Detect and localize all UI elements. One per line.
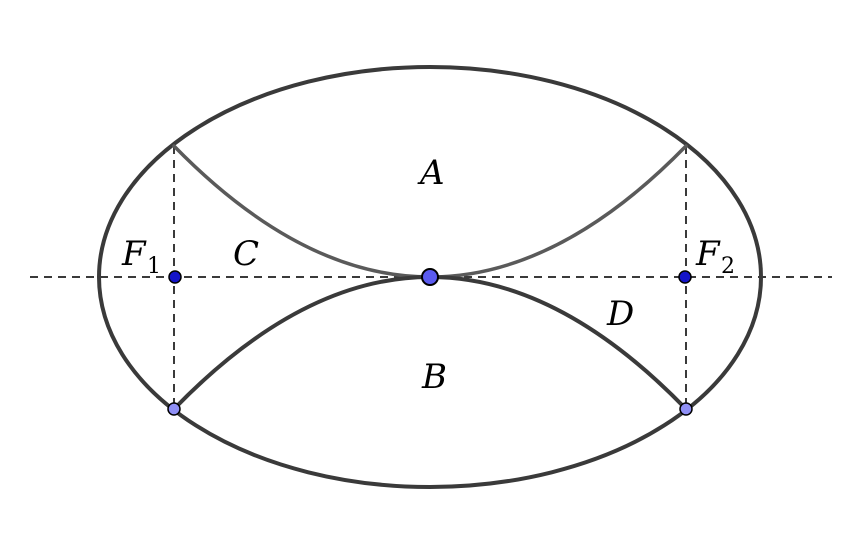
ellipse (97, 65, 763, 489)
focus-1-subscript: 1 (147, 254, 161, 279)
curve-d-label: D (606, 294, 634, 334)
center-point (421, 268, 439, 286)
chord-endpoint-lower-left (167, 402, 181, 416)
focus-point-right (678, 270, 692, 284)
curve-c-label: C (233, 234, 259, 274)
chord-endpoint-lower-right (679, 402, 693, 416)
focus-2-letter: F (695, 234, 721, 274)
region-a-label: A (417, 153, 445, 193)
focus-2-label: F 2 (695, 234, 735, 279)
focus-1-letter: F (121, 234, 147, 274)
focus-point-left (168, 270, 182, 284)
region-b-label: B (421, 357, 447, 397)
focus-1-label: F 1 (121, 234, 161, 279)
focus-2-subscript: 2 (721, 254, 735, 279)
